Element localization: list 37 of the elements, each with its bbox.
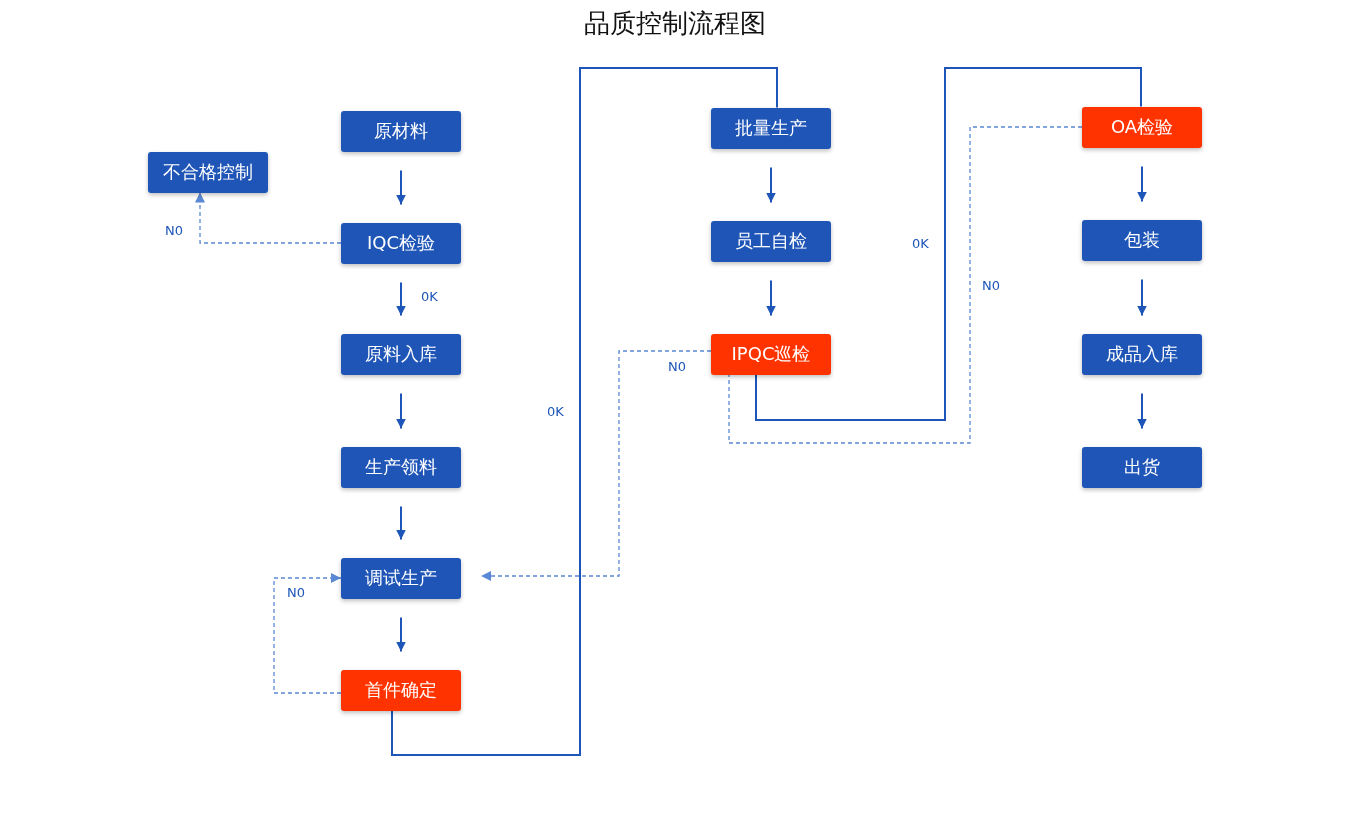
process-box: 出货 [1082,446,1202,488]
process-box: 原料入库 [341,333,461,375]
edge-label: N0 [287,586,305,600]
edge-label: 0K [912,237,929,251]
edge-label: N0 [982,279,1000,293]
process-box: 包装 [1082,219,1202,261]
edge-label: 0K [421,290,438,304]
dashed-arrow [273,573,342,694]
connector-line [755,67,1142,421]
arrow [396,505,406,541]
process-box: 生产领料 [341,446,461,488]
arrow [396,616,406,653]
arrow [1137,165,1147,203]
arrow [396,281,406,317]
process-box: 员工自检 [711,220,831,262]
process-box: IPQC巡检 [711,333,831,375]
edge-label: N0 [165,224,183,238]
dashed-arrow [195,191,342,244]
connector-line [391,67,778,756]
arrow [1137,278,1147,317]
arrow [766,166,776,204]
dashed-arrow [480,350,712,581]
process-box: 原材料 [341,110,461,152]
arrow [396,169,406,206]
process-box: 调试生产 [341,557,461,599]
arrow [766,279,776,317]
edge-label: N0 [668,360,686,374]
process-box: 首件确定 [341,669,461,711]
title: 品质控制流程图 [584,7,766,40]
arrow [1137,392,1147,430]
edge-label: 0K [547,405,564,419]
arrow [396,392,406,430]
process-box: OA检验 [1082,106,1202,148]
process-box: 不合格控制 [148,151,268,193]
process-box: IQC检验 [341,222,461,264]
process-box: 批量生产 [711,107,831,149]
process-box: 成品入库 [1082,333,1202,375]
